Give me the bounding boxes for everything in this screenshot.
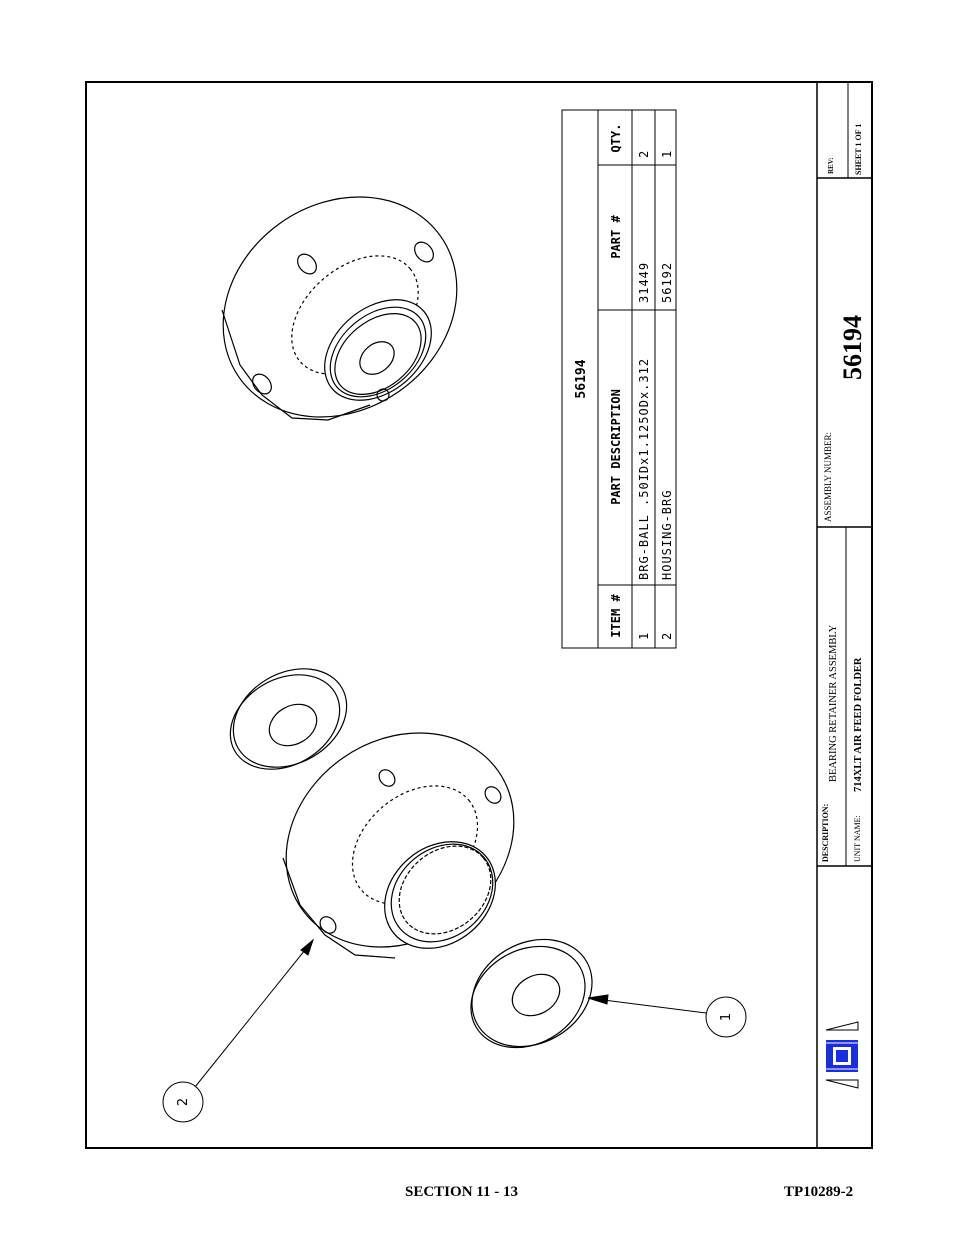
description-value: BEARING RETAINER ASSEMBLY	[828, 624, 839, 782]
bom-row2-description: HOUSING-BRG	[660, 490, 674, 580]
unit-name-label: UNIT NAME:	[853, 815, 862, 862]
description-label: DESCRIPTION:	[821, 804, 830, 862]
assembled-housing-view	[221, 196, 458, 421]
balloon-2	[162, 1081, 204, 1123]
exploded-view	[229, 668, 593, 1049]
drawing-border	[85, 81, 873, 1149]
unit-name-value: 714XLT AIR FEED FOLDER	[853, 657, 864, 792]
balloon-1	[705, 996, 747, 1038]
footer-section: SECTION 11 - 13	[405, 1184, 518, 1200]
bom-row1-item: 1	[637, 633, 651, 640]
assembly-number-label: ASSEMBLY NUMBER:	[823, 432, 833, 522]
bom-table: 56194 ITEM # PART DESCRIPTION PART # QTY…	[561, 109, 677, 649]
bom-header-description: PART DESCRIPTION	[609, 389, 623, 505]
bom-row2-qty: 1	[660, 151, 674, 158]
bom-row1-part: 31449	[637, 262, 651, 303]
bom-row2-item: 2	[660, 633, 674, 640]
bom-title: 56194	[574, 359, 589, 398]
bom-row1-qty: 2	[637, 151, 651, 158]
bom-header-qty: QTY.	[609, 124, 623, 153]
bom-header-item: ITEM #	[609, 594, 623, 638]
bom-header-part: PART #	[609, 215, 623, 259]
sheet-label: SHEET 1 OF 1	[854, 124, 863, 175]
rev-label: REV:	[827, 158, 835, 174]
footer-document-number: TP10289-2	[784, 1184, 854, 1200]
bom-row1-description: BRG-BALL .50IDx1.125ODx.312	[637, 358, 651, 580]
balloon-2-label: 2	[176, 1098, 191, 1106]
balloon-1-label: 1	[719, 1013, 734, 1021]
assembly-number-value: 56194	[838, 315, 867, 380]
company-logo	[825, 1021, 859, 1089]
leader-lines	[194, 938, 707, 1088]
bom-row2-part: 56192	[660, 262, 674, 303]
